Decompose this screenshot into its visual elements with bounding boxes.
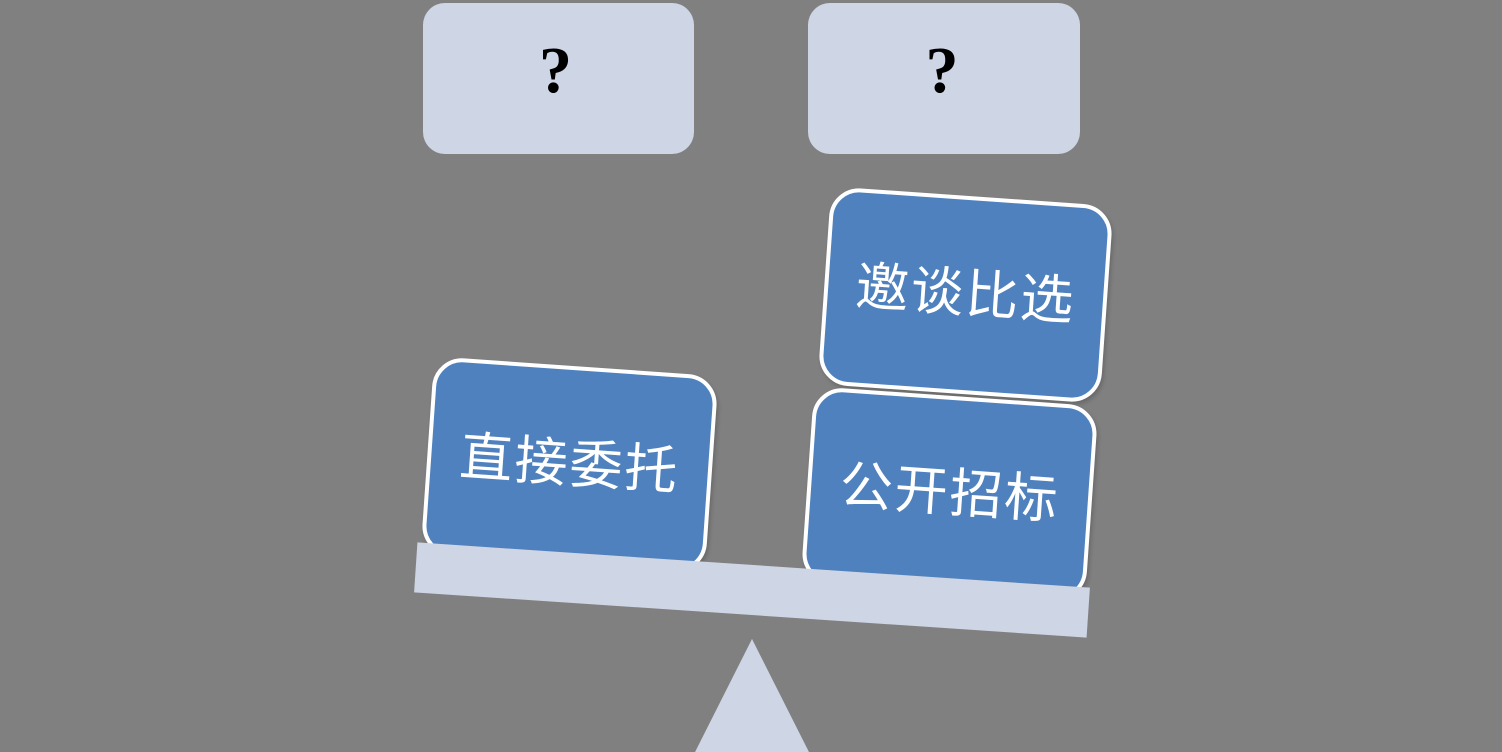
option-card-label: 直接委托 xyxy=(457,428,682,502)
option-card-invite-comparison[interactable]: 邀谈比选 xyxy=(817,186,1114,404)
seesaw-fulcrum-triangle xyxy=(689,639,815,752)
option-card-open-tender[interactable]: 公开招标 xyxy=(800,386,1099,602)
question-mark-icon: ? xyxy=(539,33,572,107)
question-mark-icon: ? xyxy=(925,33,959,107)
question-placeholder-box-1[interactable]: ? xyxy=(423,3,694,154)
question-placeholder-box-2[interactable]: ? xyxy=(808,3,1080,154)
option-card-label: 邀谈比选 xyxy=(853,258,1078,332)
option-card-label: 公开招标 xyxy=(837,457,1062,531)
option-card-direct-commission[interactable]: 直接委托 xyxy=(420,356,719,574)
